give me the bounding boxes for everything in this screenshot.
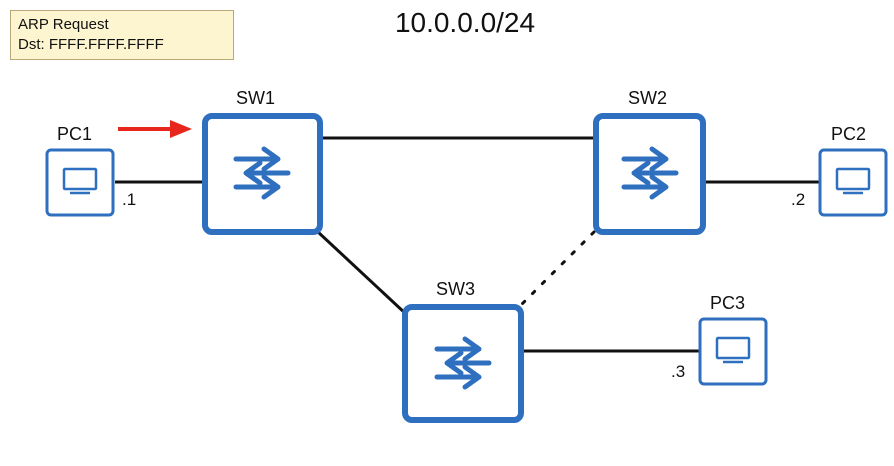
pc2-label: PC2 [831, 124, 867, 144]
link-sw2-sw3-blocked [519, 230, 596, 307]
pc3-label: PC3 [710, 293, 746, 313]
switch-sw1[interactable] [202, 113, 323, 235]
red-arrow-icon [118, 120, 192, 138]
arp-request-note: ARP Request Dst: FFFF.FFFF.FFFF [10, 10, 234, 60]
switch-sw3[interactable] [402, 304, 524, 423]
pc1-label: PC1 [57, 124, 93, 144]
sw3-label: SW3 [436, 279, 476, 299]
sw1-label: SW1 [236, 88, 276, 108]
sw2-label: SW2 [628, 88, 668, 108]
pc3-address: .3 [671, 362, 686, 381]
pc2-address: .2 [791, 190, 806, 209]
note-line-1: ARP Request [18, 16, 109, 33]
switch-sw2[interactable] [593, 113, 706, 235]
link-sw1-sw3 [316, 230, 408, 316]
note-line-2: Dst: FFFF.FFFF.FFFF [18, 36, 164, 53]
pc-pc3[interactable] [698, 317, 768, 386]
subnet-title: 10.0.0.0/24 [394, 7, 536, 38]
links [115, 136, 820, 353]
pc-pc2[interactable] [818, 148, 888, 217]
pc1-address: .1 [122, 190, 137, 209]
pc-pc1[interactable] [45, 148, 115, 217]
